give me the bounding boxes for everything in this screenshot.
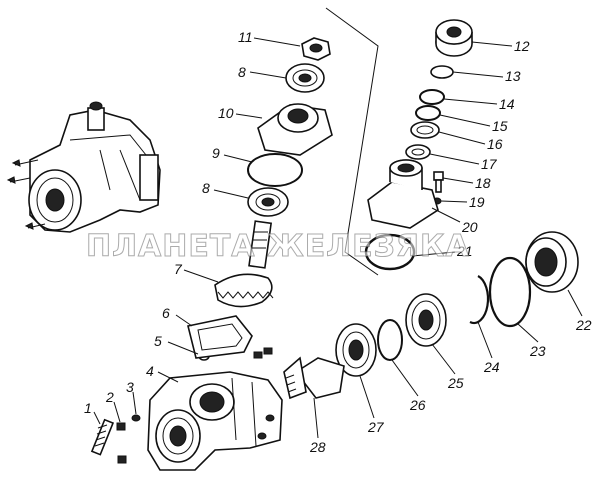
part-24-snap-ring: [469, 275, 490, 325]
callout-8-upper: 8: [238, 64, 246, 80]
callout-9: 9: [212, 145, 220, 161]
callout-23: 23: [529, 343, 546, 359]
callout-3: 3: [126, 379, 134, 395]
callout-18: 18: [475, 175, 491, 191]
part-7-drive-pinion: [214, 220, 274, 308]
part-17-bushing: [405, 144, 431, 160]
callout-10: 10: [218, 105, 234, 121]
callout-8-lower: 8: [202, 180, 210, 196]
part-10-flange-housing: [257, 103, 333, 156]
callout-26: 26: [409, 397, 426, 413]
callout-28: 28: [309, 439, 326, 455]
callout-13: 13: [505, 68, 521, 84]
loose-nuts: [117, 347, 273, 464]
part-16-seal: [410, 121, 440, 139]
leader-lines: [93, 37, 583, 439]
part-11-nut: [301, 37, 331, 61]
callout-22: 22: [575, 317, 592, 333]
part-27-bearing: [335, 323, 377, 377]
callout-24: 24: [483, 359, 500, 375]
part-9-o-ring: [247, 153, 303, 187]
callout-4: 4: [146, 363, 154, 379]
part-13-washer: [430, 65, 454, 79]
callout-11: 11: [238, 29, 253, 45]
callout-labels: 1 2 3 4 5 6 7 8 8 9 10 11 12 13 14 15 16…: [84, 29, 592, 455]
watermark-text: ПЛАНЕТА ЖЕЛЕЗЯКА: [86, 229, 470, 264]
part-1-stud: [90, 418, 115, 456]
callout-25: 25: [447, 375, 464, 391]
callout-17: 17: [481, 156, 498, 172]
part-18-bolt: [433, 171, 444, 193]
part-25-bearing: [405, 293, 447, 347]
callout-6: 6: [162, 305, 170, 321]
part-14-snap-ring: [419, 89, 445, 105]
part-8-lower-bearing: [247, 187, 289, 217]
part-21-o-ring: [364, 233, 416, 271]
callout-20: 20: [461, 219, 478, 235]
part-12-cap: [435, 19, 473, 57]
part-3-washer: [131, 414, 141, 422]
part-20-bearing-cap: [367, 159, 439, 229]
part-6-gasket: [187, 315, 253, 359]
part-4-gearbox-housing: [147, 371, 283, 471]
part-2-nut: [116, 422, 126, 431]
part-23-gasket: [488, 256, 532, 328]
callout-1: 1: [84, 400, 92, 416]
callout-12: 12: [514, 38, 530, 54]
callout-14: 14: [499, 96, 515, 112]
assembled-gearbox-drawing: [6, 101, 161, 233]
callout-16: 16: [487, 136, 503, 152]
callout-5: 5: [154, 333, 162, 349]
part-8-upper-bearing: [285, 63, 325, 93]
callout-19: 19: [469, 194, 485, 210]
callout-15: 15: [492, 118, 508, 134]
part-15-ring: [415, 105, 441, 121]
callout-21: 21: [456, 243, 473, 259]
part-22-cup-cover: [525, 231, 579, 293]
callout-2: 2: [105, 389, 114, 405]
part-26-ring: [377, 319, 403, 361]
callout-7: 7: [174, 261, 183, 277]
group-bracket-line: [325, 7, 379, 276]
part-28-bevel-pinion: [283, 356, 345, 400]
callout-27: 27: [367, 419, 385, 435]
